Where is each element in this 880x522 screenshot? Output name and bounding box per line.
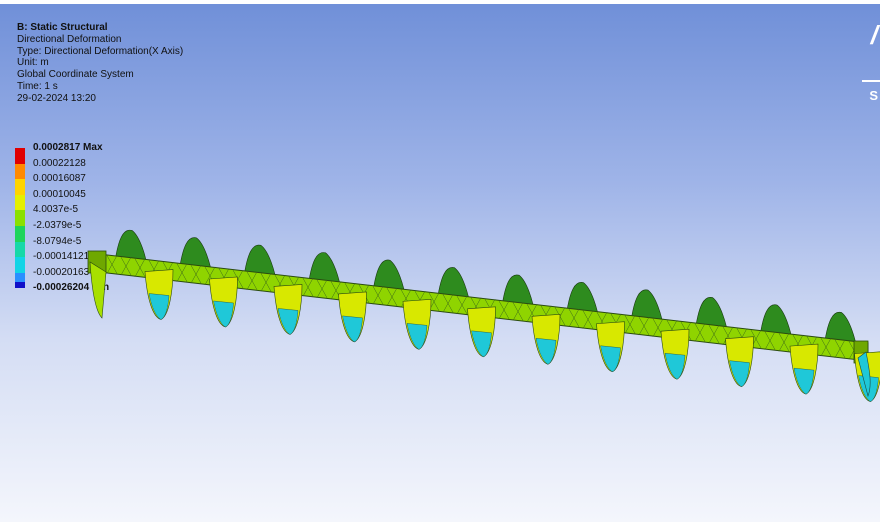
legend-value-label: -0.00014121 xyxy=(33,251,90,263)
legend-value-label: 4.0037e-5 xyxy=(33,204,79,216)
legend-swatch xyxy=(15,282,25,289)
result-timestamp: 29-02-2024 13:20 xyxy=(17,92,96,104)
legend-value-label: 0.00022128 xyxy=(33,157,86,169)
mesh-line xyxy=(330,281,342,300)
flight-lower-tip xyxy=(793,367,815,395)
mesh-line xyxy=(820,338,832,357)
logo-mark-icon: / xyxy=(870,20,878,50)
mesh-line xyxy=(652,318,664,337)
legend-value-label: -2.0379e-5 xyxy=(33,220,82,231)
result-type: Type: Directional Deformation(X Axis) xyxy=(17,45,184,57)
mesh-line xyxy=(582,310,594,329)
flight-lower-tip xyxy=(471,330,492,358)
mesh-line xyxy=(456,295,468,315)
mesh-line xyxy=(568,308,580,328)
result-time: Time: 1 s xyxy=(17,80,58,92)
flight-end-left xyxy=(89,261,107,319)
legend-swatch xyxy=(15,194,25,211)
mesh-line xyxy=(120,257,132,276)
logo-letter: S xyxy=(869,88,878,103)
legend-swatch xyxy=(15,179,25,195)
mesh-line xyxy=(722,326,734,345)
mesh-line xyxy=(260,273,272,292)
mesh-line xyxy=(442,294,454,313)
mesh-line xyxy=(302,278,314,297)
logo-divider xyxy=(862,80,880,82)
flight-lower-tip xyxy=(277,308,299,335)
legend-swatch xyxy=(15,210,25,226)
mesh-line xyxy=(708,325,720,344)
mesh-line xyxy=(190,265,202,284)
legend-swatch xyxy=(15,241,25,258)
legend-value-label: 0.00016087 xyxy=(33,173,86,185)
toolbar-strip xyxy=(0,0,880,4)
mesh-line xyxy=(176,263,188,282)
mesh-line xyxy=(316,279,328,298)
result-name: Directional Deformation xyxy=(17,33,122,45)
legend-value-label: 0.00010045 xyxy=(33,188,86,200)
mesh-line xyxy=(134,258,146,277)
flight-lower-tip xyxy=(213,300,234,328)
mesh-line xyxy=(694,323,706,342)
legend-swatch xyxy=(15,272,25,289)
legend-swatch xyxy=(15,163,25,180)
mesh-line xyxy=(400,289,412,308)
result-unit: Unit: m xyxy=(17,57,49,69)
ansys-logo-icon: / S xyxy=(860,10,880,103)
flight-lower-tip xyxy=(729,360,750,387)
legend-swatch xyxy=(15,226,25,242)
flight-lower-tip xyxy=(600,345,621,372)
mesh-line xyxy=(764,331,776,350)
mesh-line xyxy=(512,302,524,321)
mesh-line xyxy=(246,271,258,290)
analysis-title: B: Static Structural xyxy=(17,22,108,33)
coordinate-system: Global Coordinate System xyxy=(17,69,134,81)
color-legend[interactable]: 0.0002817 Max 0.00022128 0.00016087 0.00010… xyxy=(15,143,135,301)
flight-lower-tip xyxy=(148,293,170,320)
legend-value-label: -0.00020163 xyxy=(33,266,90,278)
flight-lower-tip xyxy=(664,352,686,380)
legend-min-label: -0.00026204 Min xyxy=(33,282,110,294)
legend-max-label: 0.0002817 Max xyxy=(33,142,103,153)
mesh-line xyxy=(386,287,398,307)
mesh-line xyxy=(778,333,790,352)
mesh-line xyxy=(834,339,846,358)
mesh-line xyxy=(526,304,538,323)
legend-swatch xyxy=(15,148,25,164)
flight-lower-tip xyxy=(342,315,363,343)
flight-end-right xyxy=(857,351,871,397)
flight-lower-tip xyxy=(406,323,428,350)
mesh-line xyxy=(624,315,636,334)
mesh-line xyxy=(372,286,384,305)
result-info-panel: B: Static Structural Directional Deforma… xyxy=(17,22,183,105)
mesh-line xyxy=(498,300,510,320)
legend-value-label: -8.0794e-5 xyxy=(33,235,82,247)
flight-lower-tip xyxy=(535,338,557,365)
legend-swatch xyxy=(15,257,25,273)
mesh-line xyxy=(204,266,216,286)
mesh-line xyxy=(106,255,118,274)
mesh-line xyxy=(638,316,650,336)
